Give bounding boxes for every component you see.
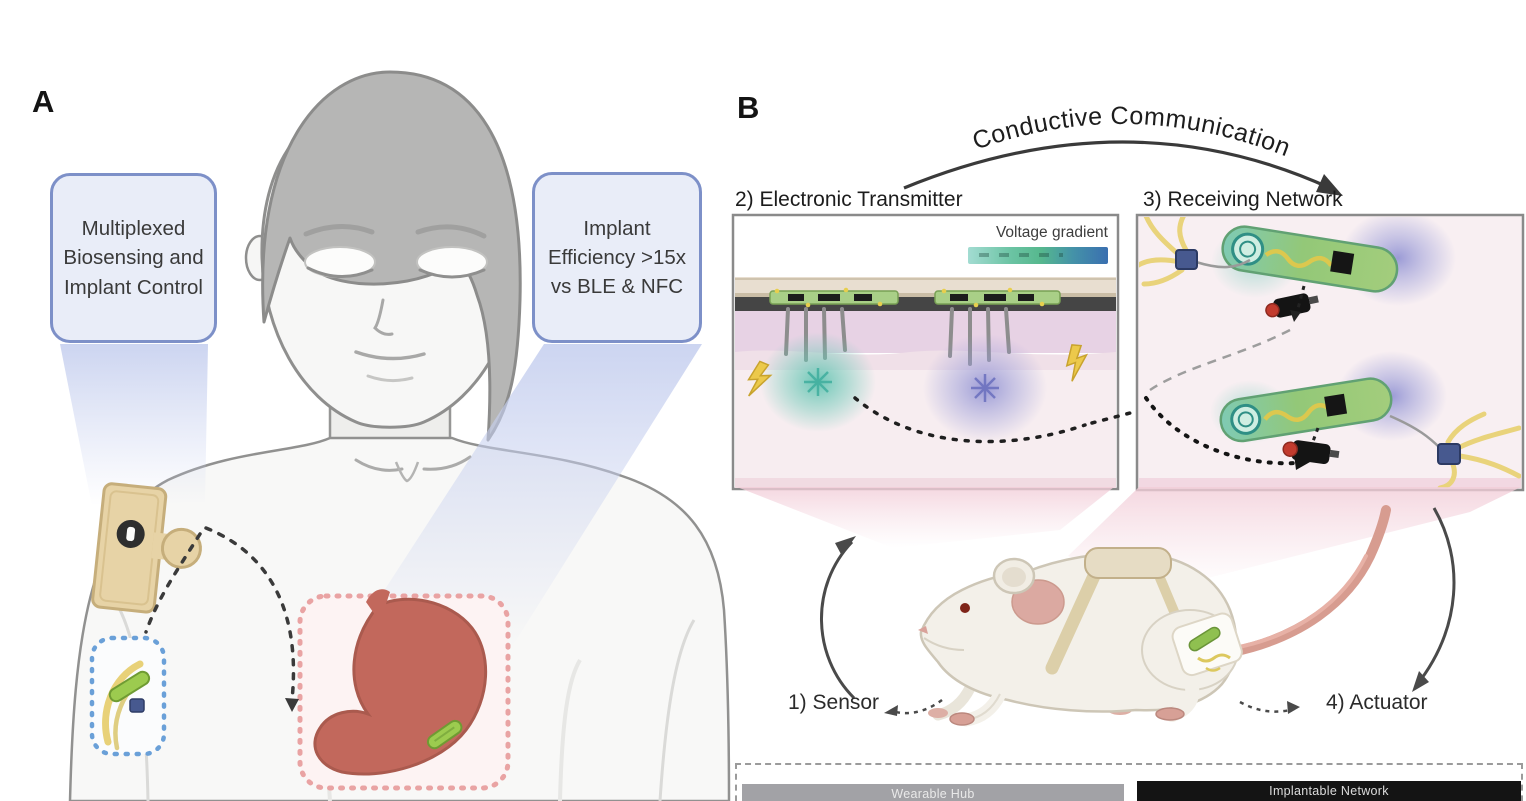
mouth <box>354 350 426 361</box>
right-callout-beam <box>378 344 702 650</box>
nerve-connector-bottom <box>1389 411 1521 488</box>
legend-implantable-network: Implantable Network <box>1137 781 1521 801</box>
mouse-eye <box>960 603 970 613</box>
arrowhead <box>285 698 299 712</box>
voltage-gradient-label: Voltage gradient <box>995 224 1108 241</box>
legend-wearable-hub-label: Wearable Hub <box>891 787 975 801</box>
conductive-communication-arrow <box>903 140 1331 190</box>
transmitter-panel-art <box>731 213 1120 491</box>
flow-arrow-sensor-up <box>820 540 856 700</box>
panel-b-label: B <box>737 90 760 125</box>
nerve-connector-icon <box>1175 249 1198 270</box>
receiver-panel-art <box>1135 213 1525 492</box>
flow-arrow-actuator-down <box>1414 507 1456 687</box>
sensor-label: 1) Sensor <box>788 691 880 714</box>
ingested-capsule-icon <box>426 719 463 750</box>
actuator-label: 4) Actuator <box>1326 691 1428 714</box>
signal-path-bridge <box>1090 410 1136 425</box>
closed-eyes <box>304 246 488 279</box>
nerve-implant-inset <box>89 635 167 757</box>
mouse-tail <box>1227 505 1391 657</box>
coil-icon <box>1230 403 1262 435</box>
legend-wearable-hub: Wearable Hub <box>742 784 1124 801</box>
stomach-region <box>297 589 511 791</box>
arrowhead <box>1316 174 1343 196</box>
motor-icon <box>1265 293 1319 318</box>
actuator-dashed-link <box>1239 700 1295 713</box>
legend-box <box>735 763 1523 801</box>
electrode-array <box>769 287 1061 308</box>
harness-strap <box>1045 569 1101 675</box>
lightning-bolt-icon <box>747 360 773 397</box>
wearable-knob <box>160 527 202 569</box>
panel-a-label: A <box>32 84 55 119</box>
receiver-title: 3) Receiving Network <box>1143 188 1343 211</box>
mouse-foot <box>1155 707 1185 721</box>
lightning-bolt-icon <box>1065 344 1089 382</box>
nerve-implant-capsule <box>108 670 151 703</box>
arrowhead <box>1412 671 1429 692</box>
nerve-connector-icon <box>129 698 145 713</box>
mouse-backpack <box>1084 547 1172 579</box>
mouse-figure <box>918 505 1391 727</box>
arrowhead <box>1287 701 1300 714</box>
left-callout-beam <box>60 344 208 506</box>
dashed-link-wearable-to-implant <box>144 532 202 634</box>
mouse-foot <box>949 712 975 726</box>
purple-sparkle-icon <box>971 374 999 402</box>
teal-sparkle-icon <box>804 368 832 396</box>
legend-implantable-network-label: Implantable Network <box>1269 784 1389 798</box>
arrowhead <box>884 705 898 716</box>
nose <box>373 298 394 336</box>
coil-icon <box>1231 232 1265 266</box>
nerve-connector-top <box>1139 217 1251 287</box>
dashed-link-wearable-to-stomach <box>204 526 296 702</box>
callout-multiplexed-biosensing: Multiplexed Biosensing and Implant Contr… <box>50 173 217 343</box>
wearable-device <box>91 482 202 614</box>
chip-icon <box>1330 250 1355 275</box>
chip-icon <box>1324 393 1348 417</box>
mouse-implant-capsule <box>1188 626 1221 652</box>
transmitter-beam <box>737 487 1114 548</box>
arrowhead <box>835 536 856 556</box>
capsule-implant-1 <box>1221 225 1399 293</box>
transmitter-title: 2) Electronic Transmitter <box>735 188 963 211</box>
nerve-connector-icon <box>1437 443 1461 465</box>
callout-implant-efficiency: Implant Efficiency >15x vs BLE & NFC <box>532 172 702 343</box>
motor-icon <box>1282 440 1340 465</box>
voltage-gradient-bar <box>968 247 1108 264</box>
capsule-implant-2 <box>1219 377 1393 443</box>
